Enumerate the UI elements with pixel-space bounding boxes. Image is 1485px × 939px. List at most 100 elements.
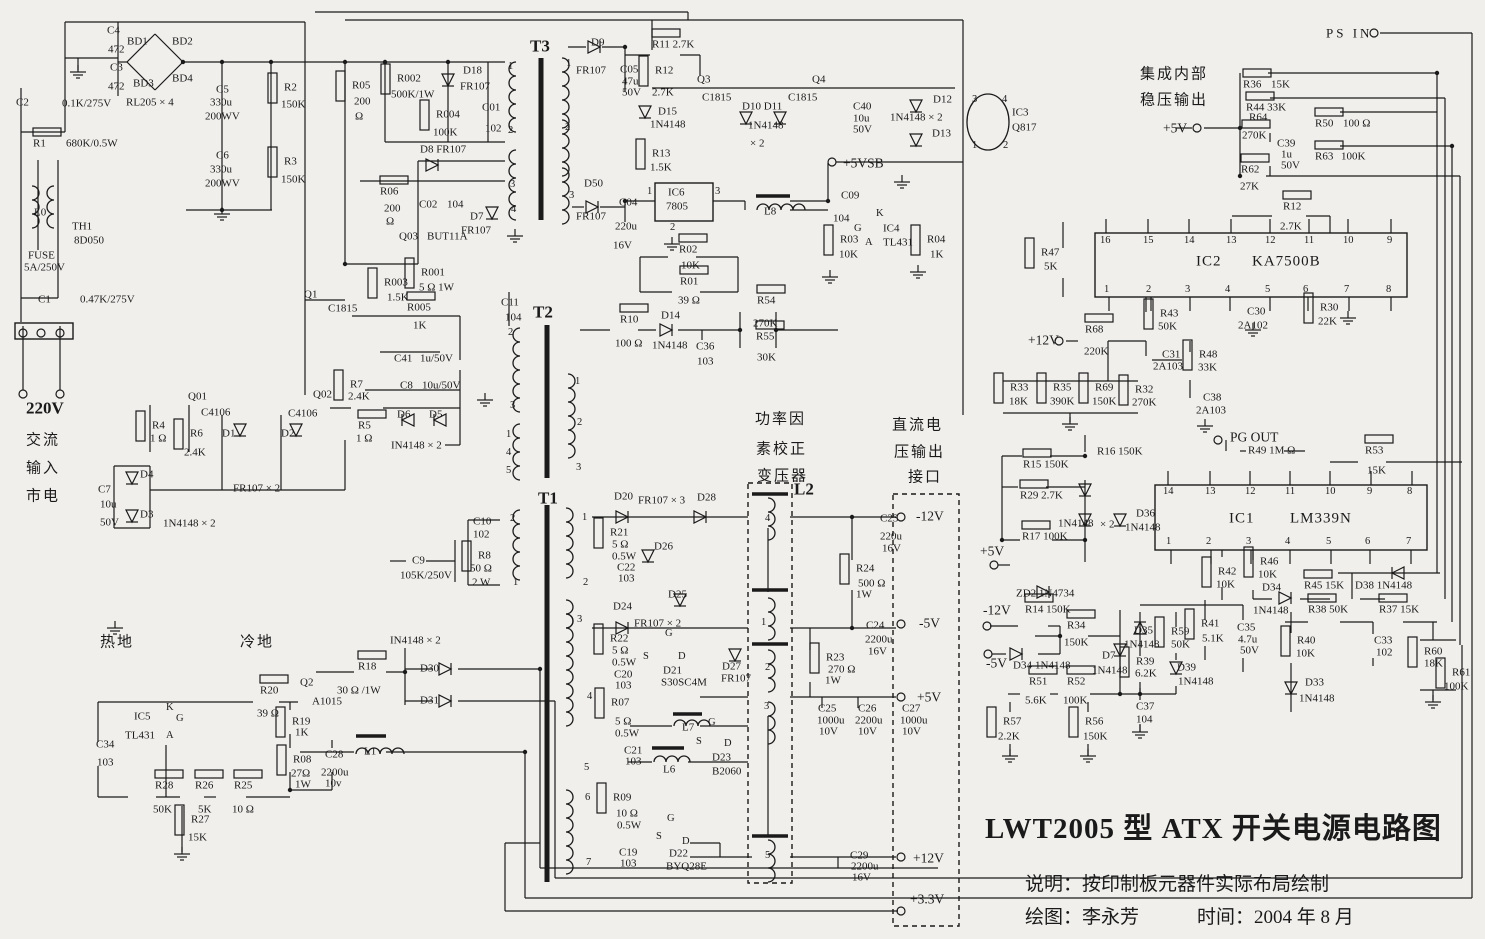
component-label: C38 <box>1203 391 1222 404</box>
component-label: D21 <box>663 664 682 677</box>
component-label: R07 <box>611 696 630 709</box>
component-label: R39 <box>1136 655 1155 668</box>
component-label: 103 <box>625 755 642 768</box>
diode-symbol <box>441 73 455 88</box>
component-label: D34 <box>1262 581 1281 594</box>
pin-label: G <box>667 812 675 824</box>
component-label: R22 <box>610 632 629 645</box>
component-label: 1u/50V <box>420 352 453 365</box>
terminal-circle <box>896 852 906 862</box>
schematic-credits: 绘图：李永芳时间：2004 年 8 月 <box>1025 902 1465 929</box>
component-label: FR107 <box>461 224 491 237</box>
section-label: L2 <box>794 479 814 499</box>
component-label: 200 <box>354 95 371 108</box>
diode-symbol <box>728 648 742 663</box>
component-label: Q3 <box>697 73 711 86</box>
component-label: 103 <box>697 355 714 368</box>
component-label: 10 Ω <box>232 803 254 816</box>
component-label: 150K <box>1092 395 1117 408</box>
component-label: 16V <box>868 645 887 658</box>
component-label: R01 <box>680 275 699 288</box>
resistor-symbol <box>755 320 785 330</box>
pin-label: A <box>166 729 174 741</box>
pin-label: 7 <box>1344 283 1350 295</box>
component-label: R55 <box>756 330 775 343</box>
section-label: T3 <box>530 36 550 56</box>
component-label: 2.4K <box>184 446 206 459</box>
resistor-symbol <box>1241 119 1271 129</box>
junction-dot <box>1434 70 1440 76</box>
component-label: L1 <box>364 745 377 758</box>
resistor-symbol <box>596 782 607 814</box>
component-label: R26 <box>195 779 214 792</box>
resistor-symbol <box>1024 237 1035 269</box>
resistor-symbol <box>1378 593 1408 603</box>
resistor-symbol <box>1066 609 1096 619</box>
pin-label: 2 <box>583 576 589 588</box>
junction-dot <box>1237 125 1243 131</box>
pin-label: 3 <box>715 185 721 197</box>
component-label: C02 <box>419 198 438 211</box>
component-label: 50V <box>100 516 119 529</box>
terminal-circle <box>55 389 65 399</box>
resistor-symbol <box>154 769 184 779</box>
component-label: D18 <box>463 64 482 77</box>
junction-dot <box>622 44 628 50</box>
junction-dot <box>219 59 225 65</box>
pin-label: 3 <box>972 93 978 105</box>
component-label: C01 <box>482 101 501 114</box>
component-label: 5 Ω 1W <box>419 281 455 294</box>
pin-label: 11 <box>1285 485 1296 497</box>
winding-coil <box>512 327 521 413</box>
pin-label: 7 <box>1406 535 1412 547</box>
diode-symbol <box>585 200 600 214</box>
resistor-symbol <box>823 224 834 256</box>
terminal-circle <box>1369 28 1379 38</box>
component-label: Q01 <box>188 390 207 403</box>
component-label: R64 <box>1249 111 1268 124</box>
resistor-symbol <box>267 146 278 178</box>
component-label: FR107 <box>721 672 751 685</box>
resistor-symbol <box>1243 546 1254 578</box>
pin-label: 9 <box>1367 485 1373 497</box>
component-label: 2 W <box>472 576 491 589</box>
component-label: 270K <box>1132 396 1157 409</box>
resistor-symbol <box>379 175 409 185</box>
winding-coil <box>508 149 517 221</box>
component-label: D24 <box>613 600 632 613</box>
diode-symbol <box>1113 643 1127 658</box>
block-box <box>1154 484 1428 551</box>
component-label: R62 <box>1241 163 1260 176</box>
winding-coil <box>508 61 517 133</box>
pin-label: 5 <box>1326 535 1332 547</box>
component-label: 102 <box>473 528 490 541</box>
component-label: 10u/50V <box>422 379 461 392</box>
diode-symbol <box>693 510 708 524</box>
pin-label: K <box>166 701 174 713</box>
component-label: 15K <box>188 831 207 844</box>
terminal-label: +5VSB <box>843 155 884 171</box>
pin-label: 4 <box>587 690 593 702</box>
component-label: R23 <box>826 651 845 664</box>
component-label: 27K <box>1240 180 1259 193</box>
component-label: 200WV <box>205 177 240 190</box>
component-label: IC2 <box>1196 253 1222 270</box>
resistor-symbol <box>1240 153 1270 163</box>
resistor-symbol <box>1024 593 1054 603</box>
component-label: 1N4148 <box>1035 659 1071 672</box>
diode-symbol <box>615 621 630 635</box>
component-label: D36 <box>1136 507 1155 520</box>
component-label: C4106 <box>288 407 318 420</box>
component-label: C09 <box>841 189 860 202</box>
winding-coil <box>512 423 521 481</box>
component-label: R37 15K <box>1379 603 1420 616</box>
diode-symbol <box>659 323 674 337</box>
component-label: D2 <box>281 427 295 440</box>
terminal-label: -12V <box>983 602 1011 618</box>
component-label: 1.5K <box>650 161 672 174</box>
component-label: R40 <box>1297 634 1316 647</box>
component-label: 50K <box>1171 638 1190 651</box>
terminal-label: -5V <box>986 655 1007 671</box>
terminal-label: -5V <box>919 615 940 631</box>
